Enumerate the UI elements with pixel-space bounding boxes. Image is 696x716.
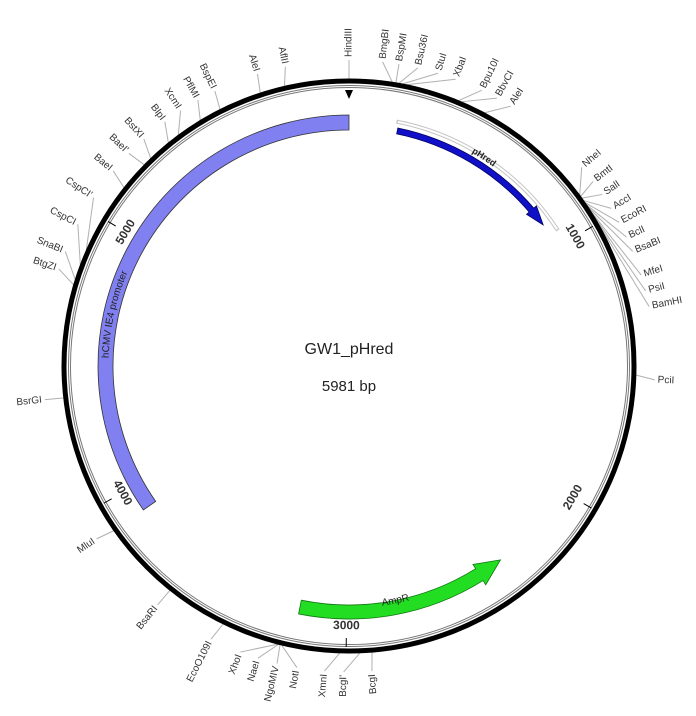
tick-label: 3000	[333, 618, 360, 632]
enzyme-site-line	[583, 200, 612, 209]
enzyme-site-line	[461, 97, 497, 103]
enzyme-label[interactable]: BaeI'	[107, 132, 131, 156]
enzyme-label[interactable]: XhoI	[227, 653, 245, 676]
enzyme-site-line	[635, 374, 655, 381]
enzyme-label[interactable]: BsaBI	[633, 235, 662, 255]
tick-mark	[584, 225, 594, 232]
enzyme-site-line	[458, 89, 482, 102]
enzyme-label[interactable]: CspCI'	[63, 175, 94, 201]
enzyme-label[interactable]: BsaRI	[135, 604, 161, 632]
enzyme-site-line	[112, 170, 125, 189]
enzyme-label[interactable]: AleI	[508, 86, 526, 106]
enzyme-label[interactable]: NheI	[580, 148, 603, 170]
enzyme-site-line	[398, 67, 419, 84]
enzyme-site-line	[587, 206, 634, 252]
tick-label: 1000	[563, 221, 589, 251]
enzyme-site-line	[402, 72, 439, 85]
enzyme-label[interactable]: StuI	[434, 52, 450, 72]
enzyme-site-line	[581, 193, 603, 199]
enzyme-label[interactable]: XbaI	[452, 55, 469, 78]
enzyme-site-line	[164, 121, 169, 144]
enzyme-label[interactable]: BaeI	[91, 152, 114, 174]
tick-mark	[107, 221, 116, 227]
enzyme-site-line	[44, 397, 64, 401]
enzyme-site-line	[484, 105, 511, 114]
enzyme-label[interactable]: BcgI	[367, 674, 379, 695]
enzyme-label[interactable]: HindIII	[344, 28, 355, 57]
enzyme-site-line	[128, 153, 145, 166]
tick-mark	[583, 503, 592, 509]
enzyme-label[interactable]: CspCI	[48, 205, 78, 228]
enzyme-label[interactable]: Bsu36I	[413, 33, 431, 66]
enzyme-site-line	[85, 197, 95, 251]
enzyme-label[interactable]: NgoMIV	[263, 665, 282, 703]
enzyme-label[interactable]: XmnI	[317, 674, 330, 698]
enzyme-label[interactable]: BspEI	[197, 62, 219, 91]
enzyme-site-line	[281, 644, 298, 668]
enzyme-site-line	[579, 167, 583, 196]
enzyme-label[interactable]: EcoO109I	[185, 639, 215, 684]
enzyme-site-line	[324, 652, 341, 672]
enzyme-site-line	[580, 181, 594, 197]
enzyme-site-line	[283, 66, 286, 87]
enzyme-site-line	[143, 138, 152, 159]
enzyme-site-line	[584, 202, 620, 223]
enzyme-label[interactable]: MfeI	[642, 263, 664, 279]
enzyme-site-line	[58, 268, 75, 286]
plasmid-size: 5981 bp	[322, 378, 376, 395]
enzyme-site-line	[214, 90, 221, 110]
enzyme-site-line	[343, 652, 361, 673]
enzyme-site-line	[586, 204, 627, 238]
enzyme-site-line	[276, 644, 281, 664]
enzyme-site-line	[406, 78, 456, 86]
enzyme-label[interactable]: BcgI'	[338, 675, 349, 697]
enzyme-label[interactable]: BamHI	[651, 295, 683, 312]
enzyme-site-line	[210, 623, 224, 640]
enzyme-label[interactable]: XcmI	[162, 86, 184, 111]
enzyme-label[interactable]: BtgZI	[32, 255, 58, 273]
tick-label: 2000	[560, 482, 586, 512]
enzyme-site-line	[64, 251, 76, 280]
enzyme-label[interactable]: BspMI	[394, 32, 409, 62]
enzyme-label[interactable]: SnaBI	[35, 235, 64, 255]
enzyme-label[interactable]: SalI	[602, 179, 622, 198]
enzyme-label[interactable]: BsrGI	[16, 395, 43, 409]
enzyme-label[interactable]: PsiI	[647, 281, 666, 296]
tick-mark	[103, 498, 112, 504]
enzyme-label[interactable]: BstXI	[122, 115, 146, 140]
enzyme-label[interactable]: BclI	[627, 224, 647, 241]
enzyme-site-line	[395, 64, 400, 83]
origin-marker-icon	[345, 90, 353, 99]
backbone-ring	[61, 78, 637, 654]
enzyme-label[interactable]: AflII	[276, 46, 290, 65]
backbone-inner-line	[68, 85, 630, 647]
enzyme-site-line	[157, 589, 171, 606]
feature-phred-arrow[interactable]	[396, 127, 544, 226]
enzyme-label[interactable]: MluI	[75, 536, 97, 556]
enzyme-site-line	[177, 110, 182, 136]
enzyme-site-line	[382, 61, 393, 83]
enzyme-label[interactable]: PflMI	[180, 75, 201, 100]
enzyme-site-line	[96, 530, 115, 540]
enzyme-site-line	[240, 643, 279, 653]
enzyme-label[interactable]: BmgBI	[378, 28, 392, 59]
enzyme-site-line	[77, 224, 81, 266]
feature-ampr-arrow[interactable]	[298, 559, 502, 620]
enzyme-label[interactable]: AleI	[246, 53, 262, 73]
enzyme-site-line	[590, 210, 642, 276]
enzyme-label[interactable]: NotI	[288, 670, 302, 690]
enzyme-label[interactable]: BlpI	[148, 102, 167, 122]
enzyme-label[interactable]: AccI	[611, 192, 633, 211]
enzyme-label[interactable]: NaeI	[246, 659, 263, 682]
enzyme-site-line	[590, 211, 647, 292]
enzyme-site-line	[257, 643, 279, 659]
enzyme-label[interactable]: PciI	[657, 375, 674, 387]
plasmid-name: GW1_pHred	[305, 341, 394, 358]
feature-hcmv-promoter[interactable]	[97, 114, 350, 511]
enzyme-site-line	[256, 73, 261, 94]
enzyme-site-line	[197, 99, 201, 121]
